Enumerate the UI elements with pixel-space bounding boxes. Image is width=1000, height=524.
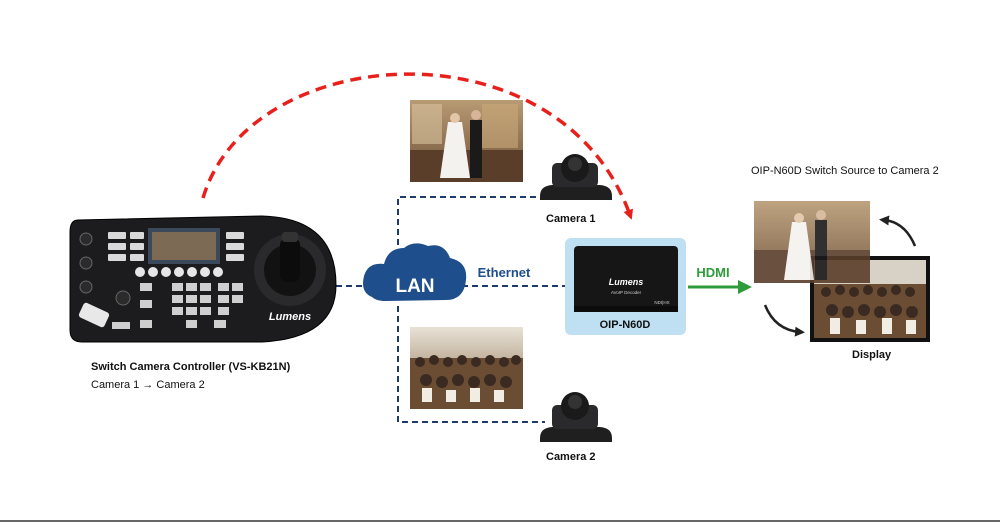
- rotate-arrow-top: [879, 215, 917, 247]
- hdmi-arrow: [688, 280, 752, 294]
- previous-source-frame: [754, 201, 870, 283]
- camera-2-scene-photo: [410, 327, 523, 409]
- ethernet-label: Ethernet: [478, 265, 531, 280]
- rotate-arrow-bottom: [763, 304, 805, 337]
- lan-cloud: LAN: [363, 243, 467, 301]
- switch-caption: OIP-N60D Switch Source to Camera 2: [751, 165, 939, 177]
- camera-1-scene-photo: [410, 100, 523, 182]
- controller-name-label: Switch Camera Controller (VS-KB21N): [91, 361, 291, 373]
- switch-arc-arrow: [201, 72, 634, 220]
- controller-brand-logo: Lumens: [269, 311, 311, 323]
- display-label: Display: [852, 349, 892, 361]
- camera-2-label: Camera 2: [546, 451, 596, 463]
- camera-1-label: Camera 1: [546, 213, 596, 225]
- decoder-brand-logo: Lumens: [609, 277, 644, 287]
- decoder-label: OIP-N60D: [600, 319, 651, 331]
- ptz-camera-1: [540, 154, 612, 200]
- hdmi-label: HDMI: [696, 265, 729, 280]
- ptz-camera-2: [540, 392, 612, 442]
- decoder-device: Lumens AVoIP Decoder NDI|HX OIP-N60D: [565, 238, 686, 335]
- lan-label: LAN: [395, 276, 434, 297]
- decoder-ndi-badge: NDI|HX: [654, 300, 669, 305]
- decoder-subtitle: AVoIP Decoder: [611, 290, 642, 295]
- controller-action-label: Camera 1 → Camera 2: [91, 379, 205, 391]
- camera-controller: Lumens: [69, 215, 337, 343]
